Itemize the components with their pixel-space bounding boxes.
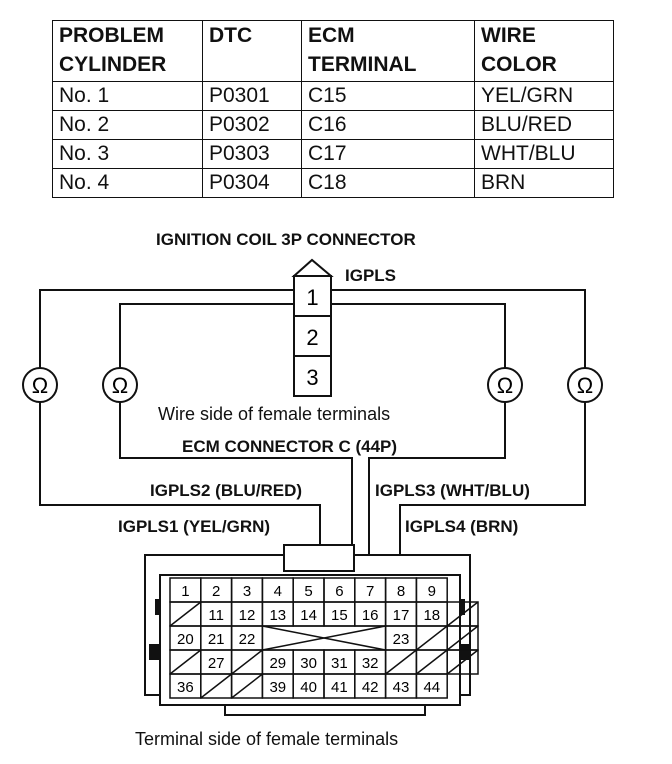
ecm-terminal-number: 36	[177, 679, 194, 696]
ecm-terminal-number: 44	[423, 679, 440, 696]
header-dtc: DTC	[202, 20, 302, 82]
ecm-unused-cavity-hatch	[231, 649, 263, 675]
coil-pin-number: 1	[306, 285, 318, 310]
ecm-terminal-number: 13	[269, 607, 286, 624]
ohmmeter-icon: Ω	[577, 373, 593, 398]
ecm-terminal-number: 18	[423, 607, 440, 624]
ecm-terminal-number: 8	[397, 583, 405, 600]
ecm-terminal-cavity	[415, 673, 448, 699]
cell-cylinder: No. 4	[52, 168, 203, 198]
ecm-terminal-number: 43	[393, 679, 410, 696]
coil-pin-number: 2	[306, 325, 318, 350]
ecm-unused-cavity-hatch	[415, 625, 448, 651]
ecm-unused-cavity-hatch	[446, 601, 479, 627]
ecm-unused-cavity-hatch	[446, 625, 479, 651]
cell-ecm-terminal: C18	[301, 168, 475, 198]
ecm-unused-cavity-hatch	[169, 649, 202, 675]
ohmmeter-icon: Ω	[32, 373, 48, 398]
ecm-unused-cavity-hatch	[169, 601, 202, 627]
ecm-terminal-number: 14	[300, 607, 317, 624]
cell-wire-color: BRN	[474, 168, 614, 198]
cell-dtc: P0301	[202, 81, 302, 111]
cell-ecm-terminal: C15	[301, 81, 475, 111]
ecm-terminal-number: 20	[177, 631, 194, 648]
ohmmeter-icon: Ω	[497, 373, 513, 398]
ecm-terminal-number: 40	[300, 679, 317, 696]
ecm-terminal-number: 31	[331, 655, 348, 672]
ecm-unused-cavity-hatch	[231, 673, 263, 699]
cell-cylinder: No. 1	[52, 81, 203, 111]
cell-cylinder: No. 2	[52, 110, 203, 140]
cell-ecm-terminal: C16	[301, 110, 475, 140]
ecm-terminal-number: 41	[331, 679, 348, 696]
wire-label-igpls4: IGPLS4 (BRN)	[405, 517, 519, 536]
ecm-terminal-number: 22	[239, 631, 256, 648]
ecm-terminal-number: 32	[362, 655, 379, 672]
coil-pin-label: IGPLS	[345, 266, 397, 285]
ecm-terminal-number: 6	[335, 583, 343, 600]
ecm-terminal-number: 11	[208, 607, 224, 624]
ecm-unused-cavity-hatch	[446, 649, 479, 675]
ecm-terminal-number: 39	[269, 679, 286, 696]
ecm-terminal-number: 15	[331, 607, 348, 624]
coil-pin-number: 3	[306, 365, 318, 390]
ecm-terminal-number: 42	[362, 679, 379, 696]
ecm-terminal-number: 17	[393, 607, 410, 624]
ecm-terminal-number: 29	[269, 655, 286, 672]
ecm-terminal-number: 2	[212, 583, 220, 600]
ecm-unused-cavity-hatch	[385, 649, 417, 675]
ecm-terminal-number: 27	[208, 655, 225, 672]
ecm-terminal-number: 9	[428, 583, 436, 600]
ecm-connector-title: ECM CONNECTOR C (44P)	[182, 437, 398, 456]
ecm-terminal-number: 7	[366, 583, 374, 600]
ecm-terminal-number: 12	[239, 607, 256, 624]
wire-label-igpls1: IGPLS1 (YEL/GRN)	[118, 517, 271, 536]
coil-connector-caption: Wire side of female terminals	[158, 404, 391, 424]
ecm-terminal-number: 21	[208, 631, 225, 648]
ecm-terminal-number: 1	[181, 583, 189, 600]
cell-dtc: P0304	[202, 168, 302, 198]
ecm-connector-caption: Terminal side of female terminals	[135, 729, 399, 749]
cell-wire-color: BLU/RED	[474, 110, 614, 140]
ecm-unused-cavity-hatch	[200, 673, 233, 699]
ecm-blank-cavity-hatch	[262, 625, 386, 651]
cell-wire-color: WHT/BLU	[474, 139, 614, 169]
ecm-terminal-cavity	[446, 649, 479, 675]
ecm-terminal-number: 16	[362, 607, 379, 624]
coil-connector-title: IGNITION COIL 3P CONNECTOR	[156, 230, 416, 249]
ohmmeter-icon: Ω	[112, 373, 128, 398]
ecm-terminal-number: 3	[243, 583, 251, 600]
wire-label-igpls2: IGPLS2 (BLU/RED)	[150, 481, 303, 500]
cell-wire-color: YEL/GRN	[474, 81, 614, 111]
ecm-terminal-number: 23	[393, 631, 410, 648]
wire-label-igpls3: IGPLS3 (WHT/BLU)	[375, 481, 530, 500]
ecm-unused-cavity-hatch	[415, 649, 448, 675]
ecm-terminal-number: 5	[304, 583, 312, 600]
ecm-terminal-number: 4	[274, 583, 282, 600]
ecm-terminal-number: 30	[300, 655, 317, 672]
